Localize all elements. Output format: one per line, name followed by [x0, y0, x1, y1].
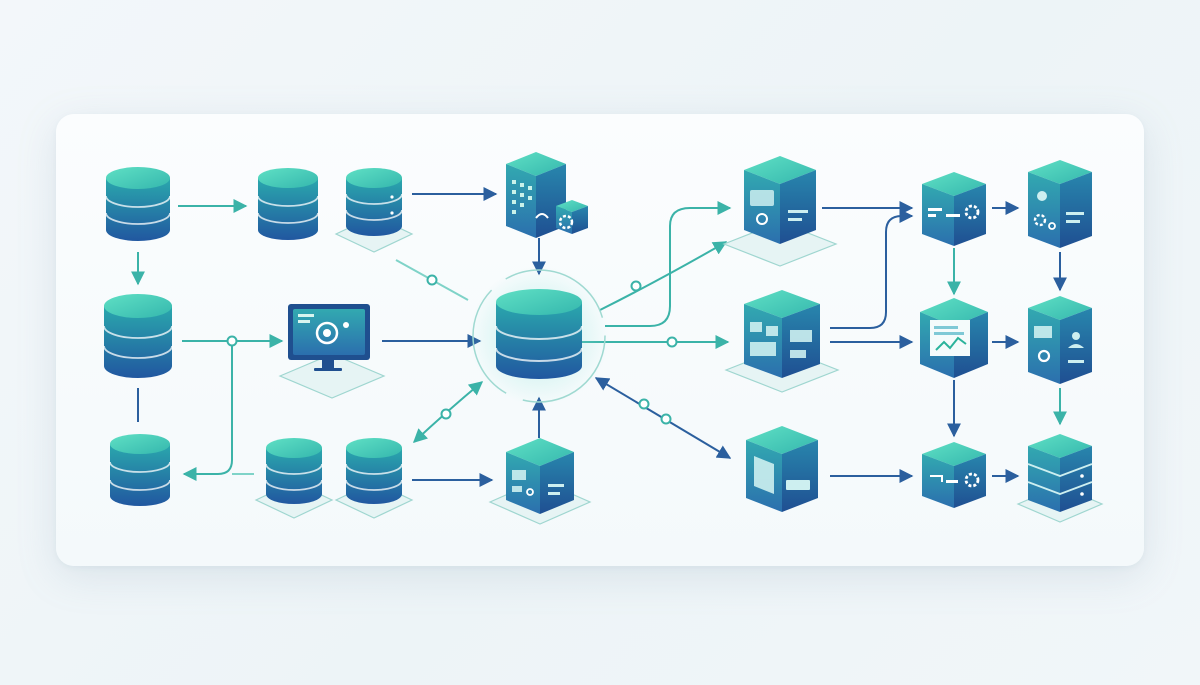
- gear-icon: [1033, 213, 1047, 227]
- chart-document-icon: [920, 298, 988, 378]
- gear-icon-cube: [922, 442, 986, 508]
- db-bottom-left: [109, 434, 171, 506]
- database-icon: [345, 438, 403, 504]
- server-user-icon: [1028, 296, 1092, 384]
- gear-icon: [964, 472, 980, 488]
- dashboard-cube-icon: [744, 156, 816, 244]
- database-icon: [109, 434, 171, 506]
- server-gear-icon: [506, 438, 574, 514]
- connector-dot: [630, 280, 642, 292]
- hub-ring: [472, 269, 606, 403]
- building-gear-icon: [506, 152, 588, 238]
- server-bottom: [488, 438, 592, 525]
- server-bottom-far: [1016, 434, 1104, 523]
- connector-dot: [660, 413, 672, 425]
- db-bottom-3: [334, 438, 414, 519]
- edge-cube-mid-gear: [830, 209, 914, 329]
- edge-monitor-dbbottom: [182, 346, 233, 481]
- db-top-left: [105, 167, 171, 241]
- db-top-2: [257, 168, 319, 240]
- cube-bottom-right-1: [746, 426, 818, 512]
- settings-cube-icon: [744, 290, 820, 378]
- connector-dot: [440, 408, 452, 420]
- db-top-3: [334, 168, 414, 253]
- db-mid-left: [103, 294, 173, 378]
- monitor-icon: [288, 304, 370, 371]
- db-bottom-2: [254, 438, 334, 519]
- gear-icon-cube: [922, 172, 986, 246]
- connector-dot: [638, 398, 650, 410]
- database-icon: [105, 167, 171, 241]
- doc-cube-mid: [920, 298, 988, 378]
- gear-icon: [964, 204, 980, 220]
- connector-dots: [226, 274, 678, 425]
- gear-cube-bottom: [922, 442, 986, 508]
- connector-dot: [226, 335, 238, 347]
- cube-mid-right-1: [724, 290, 840, 393]
- database-icon: [257, 168, 319, 240]
- platform: [278, 353, 386, 399]
- edge-hub-cube-top-upper: [605, 201, 732, 327]
- connector-lines: [131, 187, 1067, 487]
- server-mid-far: [1028, 296, 1092, 384]
- database-icon: [265, 438, 323, 504]
- database-icon: [495, 289, 583, 379]
- building-gear: [506, 152, 588, 238]
- gear-cube-top: [922, 172, 986, 246]
- server-gear-icon: [1028, 160, 1092, 248]
- database-icon: [103, 294, 173, 378]
- edge-hub-cube-top: [599, 241, 728, 311]
- central-hub: [469, 266, 609, 406]
- connector-dot: [426, 274, 438, 286]
- database-icon: [345, 168, 403, 236]
- gear-icon: [558, 214, 574, 230]
- connector-dot: [666, 336, 678, 348]
- target-icon: [315, 321, 339, 345]
- user-icon: [1072, 332, 1080, 340]
- cube-top-right-1: [722, 156, 838, 267]
- server-stack-icon: [1027, 434, 1093, 512]
- server-top-far: [1028, 160, 1092, 248]
- document-cube-icon: [746, 426, 818, 512]
- monitor: [278, 304, 386, 399]
